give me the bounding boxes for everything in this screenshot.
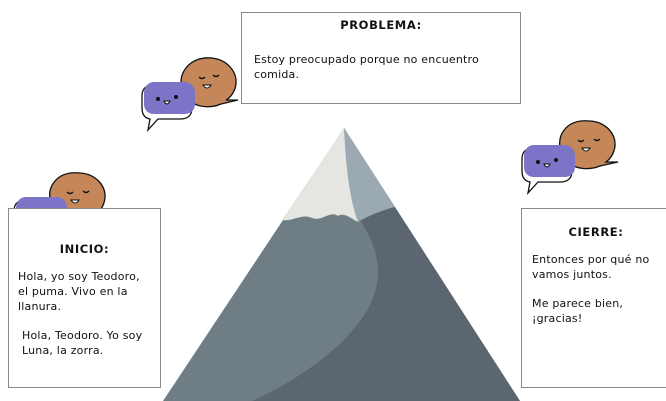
problem-text: Estoy preocupado porque no encuentro com… (254, 53, 479, 81)
problem-title: PROBLEMA: (340, 18, 422, 32)
start-text-2: Hola, Teodoro. Yo soy Luna, la zorra. (22, 329, 143, 357)
end-card: CIERRE: Entonces por qué no vamos juntos… (521, 208, 666, 388)
end-title: CIERRE: (568, 225, 624, 239)
start-text-1: Hola, yo soy Teodoro, el puma. Vivo en l… (18, 270, 140, 313)
end-text-1: Entonces por qué no vamos juntos. (532, 253, 650, 281)
start-card: INICIO: Hola, yo soy Teodoro, el puma. V… (8, 208, 161, 388)
speech-bubble-purple-icon (521, 145, 575, 196)
end-text-2: Me parece bien, ¡gracias! (532, 297, 624, 325)
problem-card: PROBLEMA: Estoy preocupado porque no enc… (241, 12, 521, 104)
start-title: INICIO: (59, 242, 110, 256)
mountain-illustration (163, 128, 520, 401)
speech-bubbles-problem (141, 57, 239, 133)
speech-bubbles-end (521, 120, 619, 196)
speech-bubble-orange-icon (180, 57, 239, 108)
speech-bubble-purple-icon (141, 82, 195, 133)
